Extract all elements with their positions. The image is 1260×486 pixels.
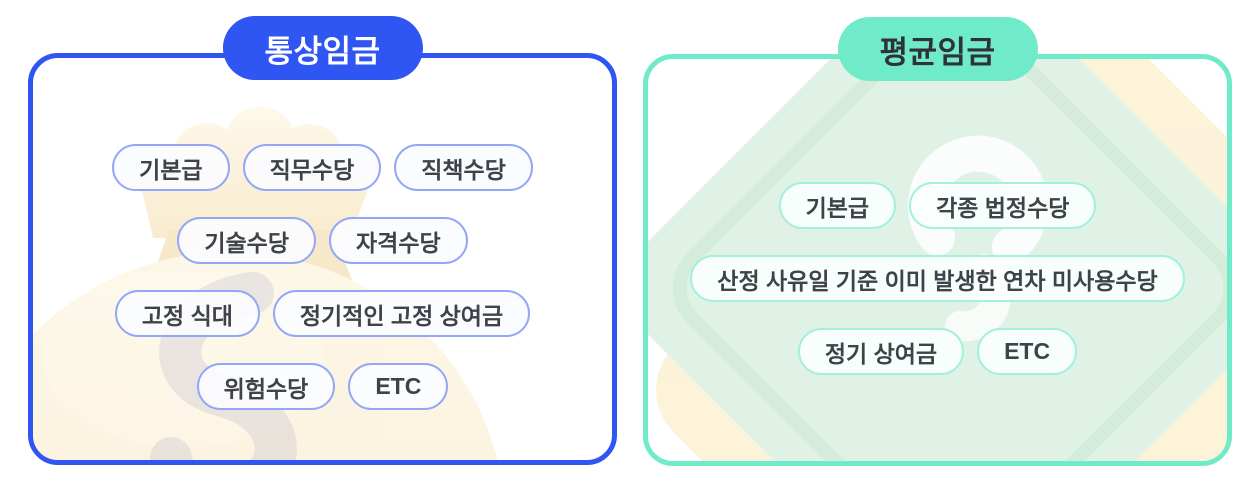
wage-tag: 기본급 — [112, 144, 230, 191]
tag-row: 기본급 직무수당 직책수당 — [112, 144, 533, 191]
wage-tag: 각종 법정수당 — [909, 182, 1097, 229]
wage-tag: 산정 사유일 기준 이미 발생한 연차 미사용수당 — [690, 255, 1185, 302]
wage-tag: 정기 상여금 — [797, 328, 965, 375]
wage-tag: 기본급 — [778, 182, 897, 229]
wage-tag: 고정 식대 — [114, 290, 260, 337]
tag-row: 고정 식대 정기적인 고정 상여금 — [114, 290, 531, 337]
tag-row: 위험수당 ETC — [196, 363, 449, 410]
tag-row: 기술수당 자격수당 — [177, 217, 468, 264]
wage-tag: 정기적인 고정 상여금 — [272, 290, 531, 337]
wage-tag: 자격수당 — [329, 217, 468, 264]
wage-tag: 직책수당 — [394, 144, 533, 191]
panel-title-ordinary-wage: 통상임금 — [222, 16, 423, 80]
tag-row: 기본급 각종 법정수당 — [778, 182, 1097, 229]
wage-tag: ETC — [348, 363, 449, 410]
tag-row: 정기 상여금 ETC — [797, 328, 1078, 375]
panel-title-average-wage: 평균임금 — [837, 17, 1038, 81]
wage-tag: ETC — [977, 328, 1078, 375]
wage-tag: 위험수당 — [196, 363, 336, 410]
tag-row: 산정 사유일 기준 이미 발생한 연차 미사용수당 — [690, 255, 1185, 302]
wage-tag: 직무수당 — [242, 144, 382, 191]
wage-tag: 기술수당 — [177, 217, 316, 264]
